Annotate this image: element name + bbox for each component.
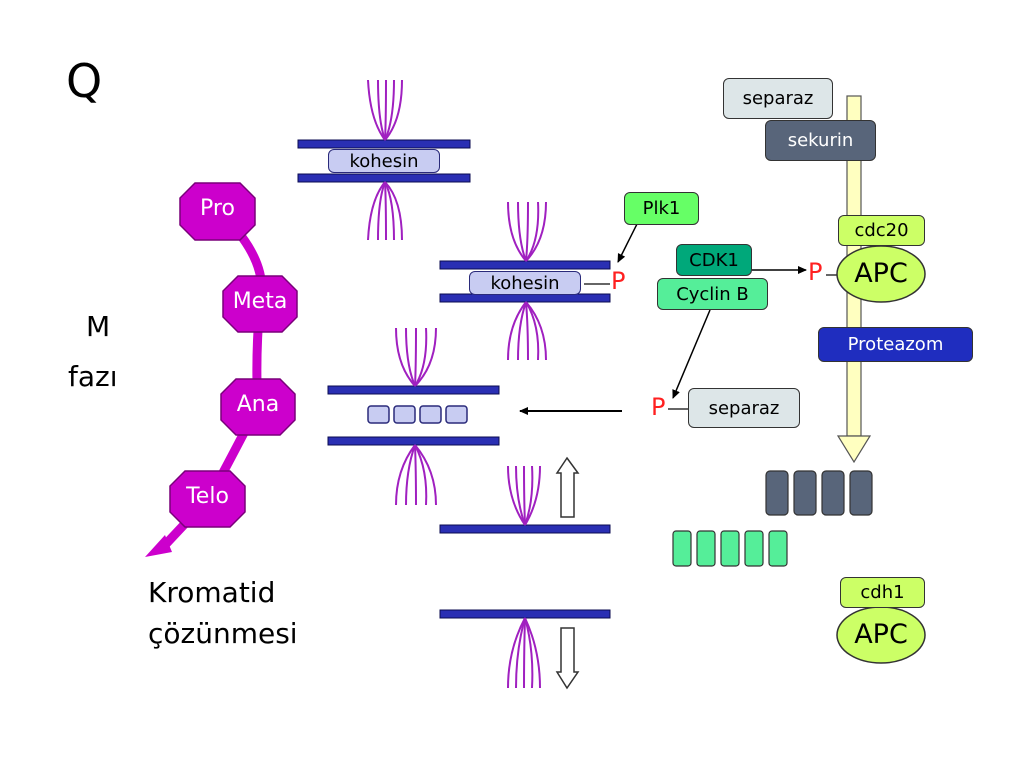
apc-fragment (768, 530, 788, 567)
proteasome-box: Proteazom (818, 327, 973, 362)
chromatid-bar (327, 436, 500, 446)
cleaved-cohesin-fragment (445, 405, 468, 424)
securin-fragment (821, 470, 845, 516)
plk1-arrow (617, 221, 639, 263)
separase-box: separaz (688, 388, 800, 428)
securin-box: sekurin (765, 120, 876, 161)
securin-fragment (793, 470, 817, 516)
anaphase-octagon (220, 378, 296, 436)
securin-fragment (765, 470, 789, 516)
apc-label: APC (854, 619, 908, 650)
phase-label-ana: Ana (236, 392, 280, 417)
m-phase-label-line2: fazı (68, 360, 118, 393)
plk1-box: Plk1 (624, 192, 699, 225)
spindle-fibers (395, 327, 437, 506)
cleaved-cohesin-fragment (393, 405, 416, 424)
degradation-arrowhead (836, 435, 872, 464)
apc-fragment (696, 530, 716, 567)
telophase-octagon (169, 470, 246, 528)
phase-label-pro: Pro (200, 196, 235, 221)
result-label-line2: çözünmesi (148, 617, 298, 650)
chromatid-bar (439, 609, 611, 619)
chromatid-bar (327, 385, 500, 395)
cyclin-b-box: Cyclin B (657, 278, 768, 310)
phase-progression-curve (161, 206, 267, 549)
spindle-fibers (507, 201, 547, 361)
apc-label: APC (854, 258, 908, 289)
result-label-line1: Kromatid (148, 576, 276, 609)
phospho-label: P (808, 258, 823, 286)
spindle-fibers (507, 465, 541, 689)
chromatid-bar (439, 260, 611, 270)
pull-down-arrow (555, 627, 580, 690)
chromatid-bar (439, 293, 611, 303)
separase-box: separaz (723, 78, 833, 119)
metaphase-octagon (222, 275, 298, 333)
prophase-octagon (179, 182, 256, 241)
cdh1-box: cdh1 (840, 577, 925, 608)
phase-arrowhead (145, 535, 172, 557)
phospho-label: P (651, 393, 666, 421)
securin-fragment (849, 470, 873, 516)
apc-fragment (720, 530, 740, 567)
apc-ellipse (836, 245, 926, 303)
phase-label-meta: Meta (232, 289, 288, 314)
cyclin-to-separase-arrow (672, 309, 711, 399)
cohesin-box: kohesin (469, 271, 581, 295)
chromatid-bar (297, 173, 471, 183)
chromatid-bar (439, 524, 611, 534)
chromatid-bar (297, 139, 471, 149)
phospho-label: P (611, 267, 626, 295)
cleaved-cohesin-fragment (367, 405, 390, 424)
pull-up-arrow (555, 456, 580, 518)
spindle-fibers (367, 79, 403, 241)
cohesin-box: kohesin (328, 149, 440, 173)
cdk1-box: CDK1 (676, 244, 752, 276)
slide-title-letter: Q (66, 54, 103, 108)
cdc20-box: cdc20 (838, 215, 925, 246)
phase-label-telo: Telo (186, 484, 229, 509)
apc-fragment (672, 530, 692, 567)
cleaved-cohesin-fragment (419, 405, 442, 424)
m-phase-label-line1: M (86, 310, 111, 343)
apc-fragment (744, 530, 764, 567)
